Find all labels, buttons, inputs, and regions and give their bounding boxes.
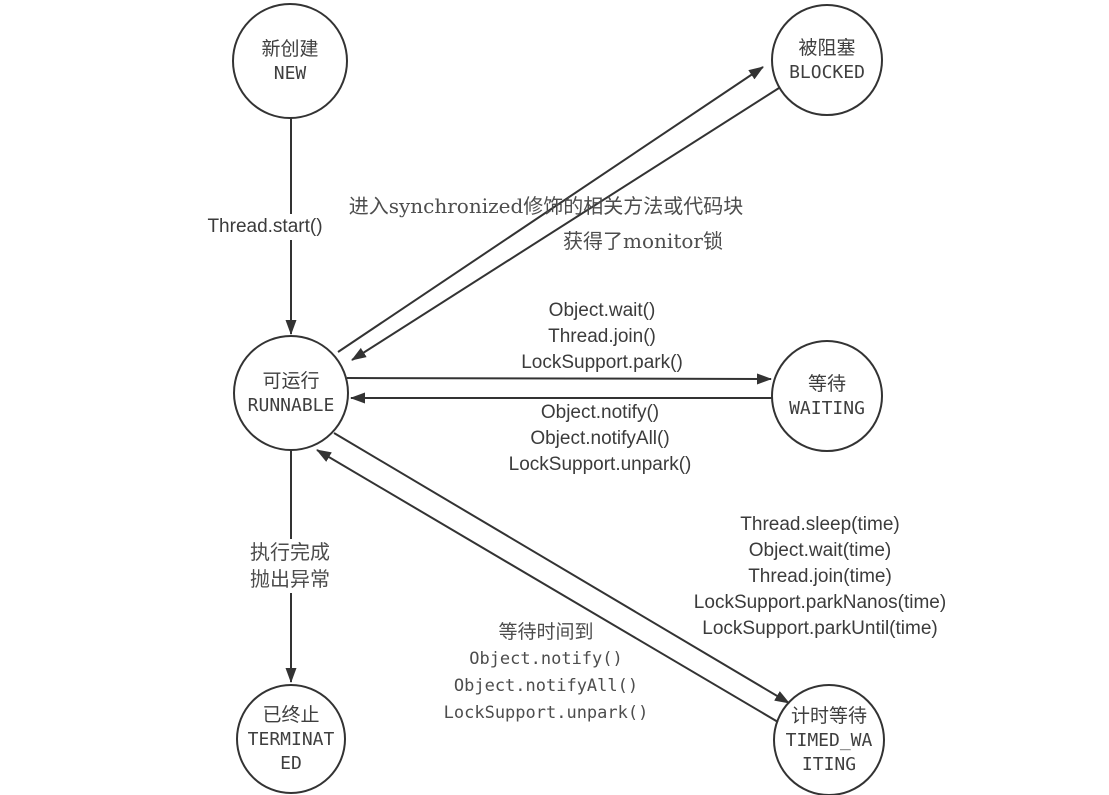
node-timed-waiting-circle — [773, 684, 885, 795]
node-terminated-label-en: TERMINATED — [247, 729, 335, 774]
edge-label-line: 等待时间到 — [498, 621, 594, 643]
edge-label-new-to-runnable: Thread.start() — [204, 214, 326, 240]
node-blocked-circle — [771, 4, 883, 116]
node-blocked-label-en: BLOCKED — [789, 62, 865, 83]
edge-label-waiting-to-runnable: Object.notify() Object.notifyAll() LockS… — [509, 400, 692, 478]
node-new-label-en: NEW — [273, 63, 307, 84]
edge-label-line: LockSupport.unpark() — [508, 454, 692, 475]
node-new-label-zh: 新创建 — [261, 38, 319, 60]
edge-label-line: Object.notify() — [540, 402, 660, 423]
node-blocked: 被阻塞 BLOCKED — [779, 35, 875, 85]
edge-label-line: Object.wait() — [548, 300, 656, 321]
edge-label-runnable-to-terminated: 执行完成 抛出异常 — [247, 539, 333, 593]
edge-timed-waiting-to-runnable-arrow — [316, 449, 779, 723]
node-waiting: 等待 WAITING — [779, 371, 875, 421]
node-timed-waiting-label-zh: 计时等待 — [790, 705, 867, 727]
edge-label-line: 执行完成 — [250, 540, 330, 564]
edge-label-line: LockSupport.unpark() — [443, 703, 649, 723]
edge-label-line: Thread.sleep(time) — [740, 514, 900, 535]
node-timed-waiting-label-en: TIMED_WAITING — [785, 730, 873, 775]
edge-label-line: Object.notify() — [469, 649, 623, 669]
edge-label-runnable-to-timed-waiting: Thread.sleep(time) Object.wait(time) Thr… — [694, 512, 946, 642]
edge-label-blocked-to-runnable: 获得了monitor锁 — [563, 229, 723, 253]
edge-runnable-to-blocked-arrow — [337, 66, 764, 353]
edge-label-timed-waiting-to-runnable: 等待时间到 Object.notify() Object.notifyAll()… — [444, 619, 649, 727]
edge-label-runnable-to-waiting: Object.wait() Thread.join() LockSupport.… — [521, 298, 683, 376]
edge-label-line: Object.notifyAll() — [453, 676, 639, 696]
node-terminated: 已终止 TERMINATED — [243, 702, 339, 776]
node-blocked-label-zh: 被阻塞 — [798, 37, 856, 59]
edge-label-line: Thread.join(time) — [748, 566, 892, 587]
edge-label-line: LockSupport.parkUntil(time) — [702, 618, 938, 639]
edge-runnable-to-timed-waiting-arrow — [333, 432, 790, 704]
node-new: 新创建 NEW — [242, 36, 338, 86]
node-waiting-label-zh: 等待 — [807, 373, 846, 395]
node-waiting-label-en: WAITING — [789, 398, 865, 419]
node-waiting-circle — [771, 340, 883, 452]
node-timed-waiting: 计时等待 TIMED_WAITING — [781, 703, 877, 777]
node-terminated-circle — [236, 684, 346, 794]
edge-label-line: Object.wait(time) — [748, 540, 892, 561]
edge-label-runnable-to-blocked: 进入synchronized修饰的相关方法或代码块 — [348, 194, 744, 218]
edge-runnable-to-waiting-arrow — [346, 373, 772, 385]
edge-label-line: LockSupport.parkNanos(time) — [693, 592, 947, 613]
edge-blocked-to-runnable-arrow — [351, 87, 780, 361]
edge-label-line: 抛出异常 — [250, 567, 330, 591]
edge-label-line: Thread.join() — [548, 326, 656, 347]
node-runnable-label-en: RUNNABLE — [247, 395, 335, 416]
node-runnable: 可运行 RUNNABLE — [243, 368, 339, 418]
node-terminated-label-zh: 已终止 — [262, 704, 320, 726]
edge-label-line: LockSupport.park() — [521, 352, 683, 373]
edge-label-line: Object.notifyAll() — [530, 428, 670, 449]
node-runnable-label-zh: 可运行 — [262, 370, 320, 392]
